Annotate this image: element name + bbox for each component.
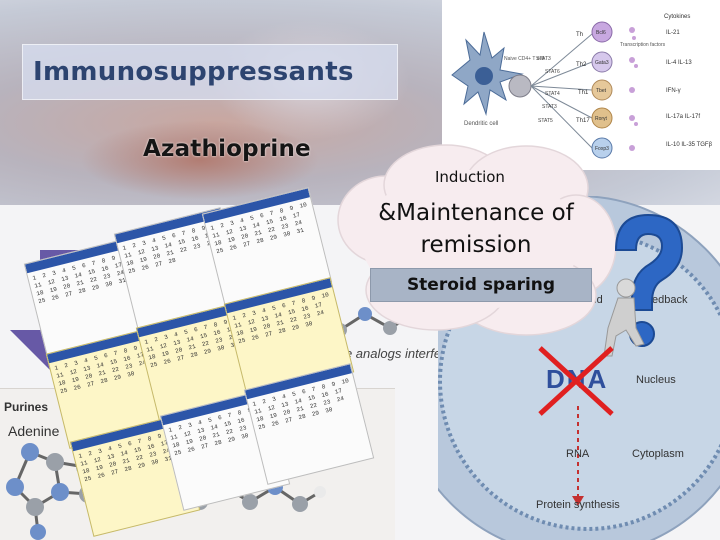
adenine-label: Adenine <box>8 423 60 439</box>
steroid-sparing-box: Steroid sparing <box>370 268 592 302</box>
factor-label: Gata3 <box>595 60 609 66</box>
naive-t-cell-icon <box>508 74 532 98</box>
factor-label: Foxp3 <box>595 146 609 152</box>
cytokine-label: IFN-γ <box>666 88 681 94</box>
rna-label: RNA <box>566 448 590 460</box>
stat-label: STAT6 <box>545 69 560 75</box>
dendritic-cell-icon <box>451 31 524 116</box>
induction-text: Induction <box>435 168 505 186</box>
factor-label: Bcl6 <box>596 30 606 36</box>
steroid-sparing-label: Steroid sparing <box>406 275 556 295</box>
cell-name: Th <box>576 32 583 38</box>
stat-label: STAT4 <box>545 91 560 97</box>
factor-label: Tbet <box>596 88 607 94</box>
cytokine-label: IL-10 IL-35 TGFβ <box>666 142 713 148</box>
cytokine-label: IL-21 <box>666 30 680 36</box>
calendar-collage: 1 2 3 4 5 6 7 8 9 10 11 12 13 14 15 16 1… <box>23 187 375 540</box>
cytokine-label: IL-17a IL-17f <box>666 114 700 120</box>
analogs-note: hese analogs interfere <box>324 346 453 361</box>
feedback-label: edback <box>652 294 688 306</box>
cytoplasm-label: Cytoplasm <box>632 448 684 460</box>
cytokines-header: Cytokines <box>664 14 690 20</box>
question-mark-thinker-icon <box>603 213 684 357</box>
purines-label: Purines <box>4 400 49 414</box>
naive-label: Naive CD4+ T cell <box>504 56 544 62</box>
th-cell-icons <box>591 21 613 159</box>
slide-title: Immunosuppressants <box>33 57 354 87</box>
nucleus-label: Nucleus <box>636 374 676 386</box>
cell-name: Th2 <box>576 62 587 68</box>
stat-label: STAT3 <box>536 56 551 62</box>
factor-label: Rorγt <box>595 116 608 122</box>
protein-synthesis-label: Protein synthesis <box>536 499 620 511</box>
drug-name: Azathioprine <box>143 136 311 162</box>
maintenance-text: &Maintenance of remission <box>378 200 574 258</box>
cell-name: Th17 <box>576 118 590 124</box>
stat-label: STAT5 <box>538 118 553 124</box>
title-banner: Immunosuppressants <box>22 44 398 100</box>
cytokine-pathway-diagram: Dendritic cell Naive CD4+ T cell STAT3 S… <box>442 0 720 170</box>
cytokine-label: IL-4 IL-13 <box>666 60 692 66</box>
dendritic-label: Dendritic cell <box>464 121 498 127</box>
cross-icon <box>538 346 614 416</box>
cell-name: Th1 <box>578 90 589 96</box>
stat-label: STAT3 <box>542 104 557 110</box>
transcription-label: Transcription factors <box>620 42 666 48</box>
